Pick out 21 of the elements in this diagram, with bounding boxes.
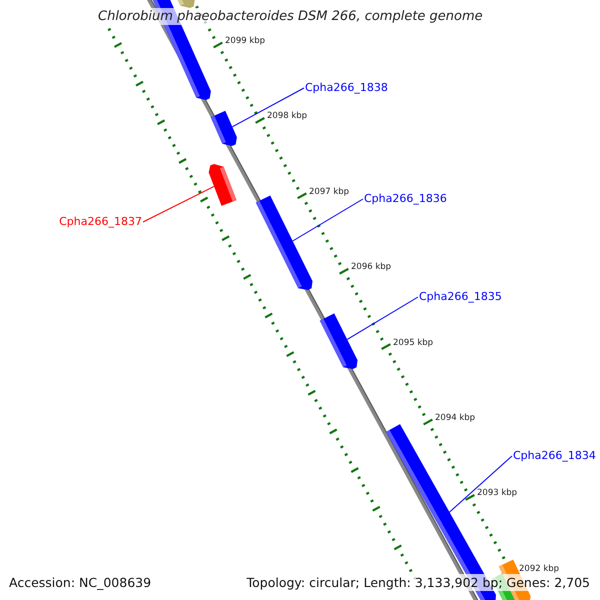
leader-line <box>292 198 364 242</box>
gene-label: Cpha266_1838 <box>305 81 388 95</box>
gene-bar <box>320 313 358 369</box>
tick-label: 2097 kbp <box>309 186 350 197</box>
gene-label: Cpha266_1835 <box>419 290 502 304</box>
tick-label: 2095 kbp <box>393 338 434 348</box>
gene-bar <box>256 196 312 290</box>
tick-label: 2098 kbp <box>267 111 308 122</box>
leader-line <box>232 88 304 128</box>
gene-label: Cpha266_1836 <box>364 192 447 206</box>
gene-bar <box>208 164 236 206</box>
gene-label: Cpha266_1834 <box>513 449 596 463</box>
leader-line <box>449 456 512 513</box>
leader-line <box>142 186 214 222</box>
tick-label: 2093 kbp <box>477 488 518 498</box>
gene-bar <box>210 110 237 146</box>
tick-label: 2092 kbp <box>519 564 560 574</box>
tick-label: 2099 kbp <box>225 36 266 46</box>
leader-line <box>346 296 418 340</box>
gene-label: Cpha266_1837 <box>59 215 142 229</box>
tick-label: 2096 kbp <box>351 262 392 272</box>
